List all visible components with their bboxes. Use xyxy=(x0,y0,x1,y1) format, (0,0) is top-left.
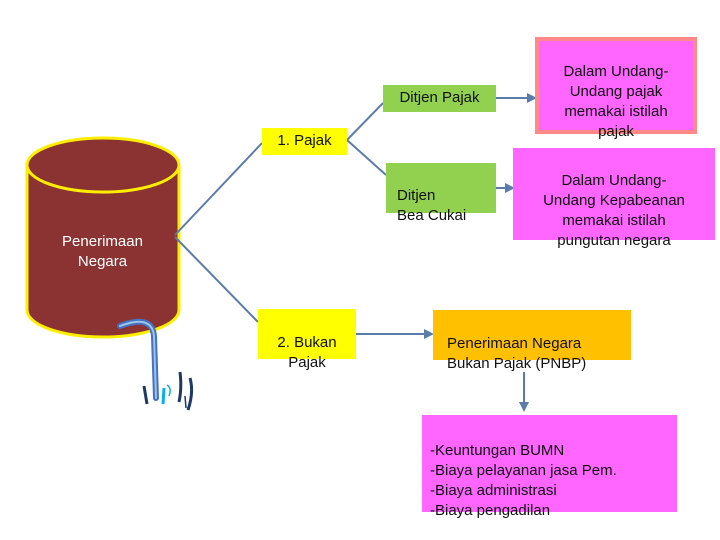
node-pnbp: Penerimaan Negara Bukan Pajak (PNBP) xyxy=(433,310,631,372)
connectors xyxy=(174,93,537,412)
pnbp-list-text: -Keuntungan BUMN -Biaya pelayanan jasa P… xyxy=(430,442,617,519)
node-ditjen-bea-cukai-label: Ditjen Bea Cukai xyxy=(397,187,467,224)
connector-cylinder-bukan-pajak xyxy=(174,236,259,323)
node-bukan-pajak: 2. Bukan Pajak xyxy=(258,309,356,371)
pipe-icon xyxy=(117,318,159,401)
node-ditjen-pajak-label: Ditjen Pajak xyxy=(399,89,480,106)
cylinder-label: Penerimaan Negara xyxy=(62,233,143,270)
note-undang-undang-kepabeanan: Dalam Undang- Undang Kepabeanan memakai … xyxy=(513,148,715,249)
node-ditjen-pajak: Ditjen Pajak xyxy=(383,85,496,112)
node-pajak-label: 1. Pajak xyxy=(277,132,332,149)
node-pajak: 1. Pajak xyxy=(262,128,347,155)
note-undang-undang-kepabeanan-text: Dalam Undang- Undang Kepabeanan memakai … xyxy=(543,172,685,249)
note-undang-undang-pajak: Dalam Undang- Undang pajak memakai istil… xyxy=(535,37,697,140)
cylinder-shape xyxy=(25,136,181,339)
water-drops-icon xyxy=(142,371,194,411)
node-pnbp-label: Penerimaan Negara Bukan Pajak (PNBP) xyxy=(447,335,587,372)
connector-pajak-bea-cukai xyxy=(346,139,387,176)
connector-cylinder-pajak xyxy=(174,142,263,236)
pnbp-list: -Keuntungan BUMN -Biaya pelayanan jasa P… xyxy=(422,415,677,519)
note-undang-undang-pajak-text: Dalam Undang- Undang pajak memakai istil… xyxy=(563,63,669,140)
node-bukan-pajak-label: 2. Bukan Pajak xyxy=(277,334,337,371)
node-ditjen-bea-cukai: Ditjen Bea Cukai xyxy=(386,163,496,224)
connector-pajak-ditjen-pajak xyxy=(346,102,384,141)
